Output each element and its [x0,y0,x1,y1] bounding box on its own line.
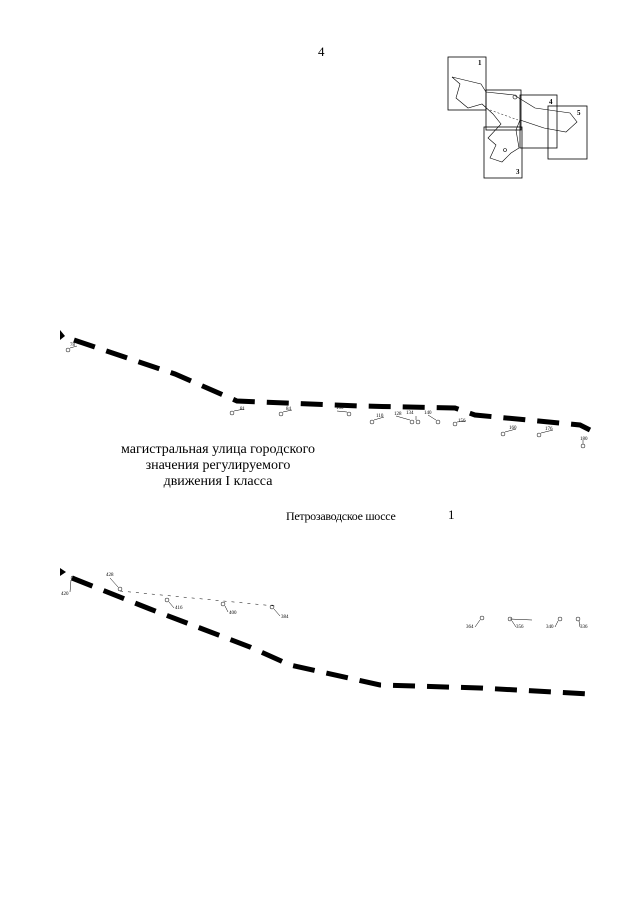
svg-text:81: 81 [240,407,246,412]
territory-outline [451,76,578,163]
svg-text:156: 156 [458,419,466,424]
page-number: 4 [318,44,325,59]
survey-point: 100 [336,406,352,417]
svg-text:78: 78 [70,343,76,348]
svg-text:336: 336 [580,625,588,630]
survey-point: 364 [466,615,485,630]
svg-text:110: 110 [376,414,384,419]
sheet-frame-4 [519,94,558,149]
road-class-label: магистральная улица городского значения … [98,442,338,490]
sheet-label-1: 1 [478,59,482,67]
street-name: Петрозаводское шоссе [286,509,396,523]
svg-text:428: 428 [106,573,114,578]
sheet-label-4: 4 [549,98,553,106]
svg-text:176: 176 [545,427,553,432]
road-class-line: магистральная улица городского значения … [121,442,315,489]
lower-thin-line [119,590,276,607]
svg-text:134: 134 [406,411,414,416]
index-map: 1 3 4 5 [447,56,588,179]
svg-text:420: 420 [61,592,69,597]
sheet-frame-5 [547,105,588,160]
svg-text:400: 400 [229,611,237,616]
svg-text:100: 100 [336,406,344,411]
lower-thin-line-right [509,618,533,621]
svg-text:84: 84 [286,407,292,412]
sheet-frame-1 [447,56,487,111]
survey-point: 160 [500,426,517,437]
svg-text:140: 140 [424,411,432,416]
survey-point: 140 [424,411,441,425]
survey-point: 356 [507,616,524,630]
survey-point: 336 [575,616,588,630]
survey-point: 176 [536,427,554,438]
survey-point: 78 [65,343,78,353]
svg-text:180: 180 [580,437,588,442]
survey-point: 420 [61,575,76,597]
survey-point: 428 [106,573,123,592]
svg-text:128: 128 [394,412,402,417]
survey-point: 128 [394,412,415,425]
svg-text:364: 364 [466,625,474,630]
survey-point: 416 [164,597,183,611]
sheet-label-3: 3 [516,168,520,176]
sheet-label-5: 5 [577,109,581,117]
upper-boundary-line [73,337,592,433]
survey-point: 340 [546,616,563,630]
lower-survey-points: 420 428 416 400 384 364 356 340 336 [61,573,588,630]
lower-boundary-line [71,575,591,697]
svg-text:416: 416 [175,606,183,611]
upper-survey-points: 78 81 84 100 110 128 134 140 156 160 176… [65,343,588,449]
survey-point: 156 [452,419,467,427]
svg-text:356: 356 [516,625,524,630]
survey-point: 384 [269,604,289,620]
sheet-number: 1 [448,507,455,522]
svg-text:384: 384 [281,615,289,620]
svg-text:160: 160 [509,426,517,431]
survey-point: 110 [369,414,385,425]
survey-point: 180 [580,437,588,449]
sheet-frame-3 [483,126,523,179]
svg-text:340: 340 [546,625,554,630]
lower-boundary-arrow [60,568,66,576]
survey-point: 400 [220,601,237,616]
sheet-frame-2 [485,89,522,131]
survey-point: 84 [278,407,293,417]
upper-boundary-arrow [60,330,65,340]
survey-point: 81 [229,407,246,416]
survey-point: 134 [406,411,421,425]
